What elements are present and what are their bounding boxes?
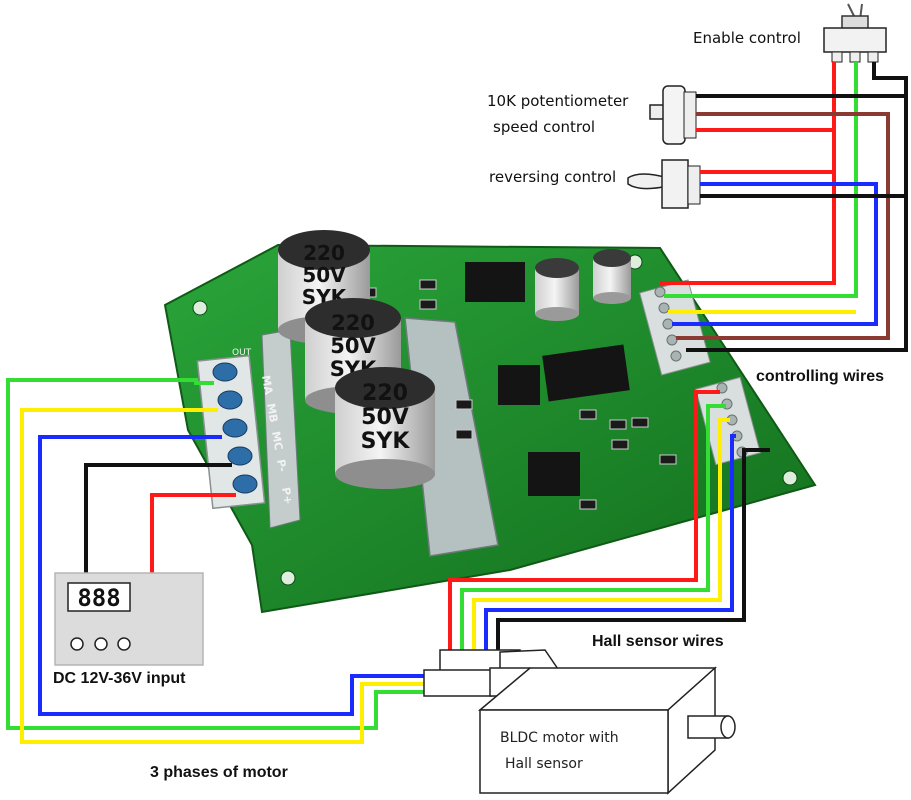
phase-wires — [6, 378, 426, 744]
power-supply: 888 — [54, 572, 204, 666]
reversing-control-label: reversing control — [489, 168, 617, 186]
svg-text:50V: 50V — [302, 263, 346, 287]
svg-text:220: 220 — [331, 311, 375, 335]
controlling-wires-label: controlling wires — [756, 368, 885, 385]
terminal-pin-label: MB — [264, 402, 280, 423]
small-capacitor — [535, 258, 579, 321]
reversing-switch — [627, 159, 701, 209]
hall-sensor-wires-label: Hall sensor wires — [592, 633, 724, 650]
capacitor-bottom: 220 50V SYK — [335, 367, 435, 489]
enable-control-label: Enable control — [693, 29, 801, 47]
potentiometer — [649, 85, 697, 145]
control-wires — [660, 62, 908, 352]
svg-text:220: 220 — [362, 381, 408, 406]
hall-wires — [448, 390, 770, 650]
dc-input-label: DC 12V-36V input — [53, 670, 186, 687]
terminal-pin-label: MA — [259, 374, 275, 396]
power-display: 888 — [77, 584, 120, 612]
motor-label-line2: Hall sensor — [505, 756, 583, 772]
bldc-motor — [477, 666, 736, 795]
three-phases-label: 3 phases of motor — [150, 764, 288, 781]
power-wires — [84, 463, 236, 575]
potentiometer-label-line2: speed control — [493, 118, 596, 136]
terminal-pin-label: P+ — [279, 486, 295, 505]
svg-text:50V: 50V — [330, 334, 376, 358]
controller-board: OUT MA MB MC P- P+ 220 50V SYK — [163, 230, 817, 614]
svg-text:50V: 50V — [361, 405, 409, 430]
enable-switch — [823, 3, 887, 63]
terminal-screws — [212, 362, 258, 494]
terminal-pin-label: P- — [274, 458, 289, 473]
small-capacitor — [593, 249, 631, 304]
motor-connectors — [423, 649, 561, 697]
terminal-pin-label: MC — [269, 430, 285, 451]
terminal-out-label: OUT — [232, 348, 252, 358]
motor-label-line1: BLDC motor with — [500, 730, 619, 746]
svg-text:220: 220 — [303, 241, 345, 265]
svg-text:SYK: SYK — [361, 429, 411, 454]
potentiometer-label-line1: 10K potentiometer — [487, 92, 629, 110]
